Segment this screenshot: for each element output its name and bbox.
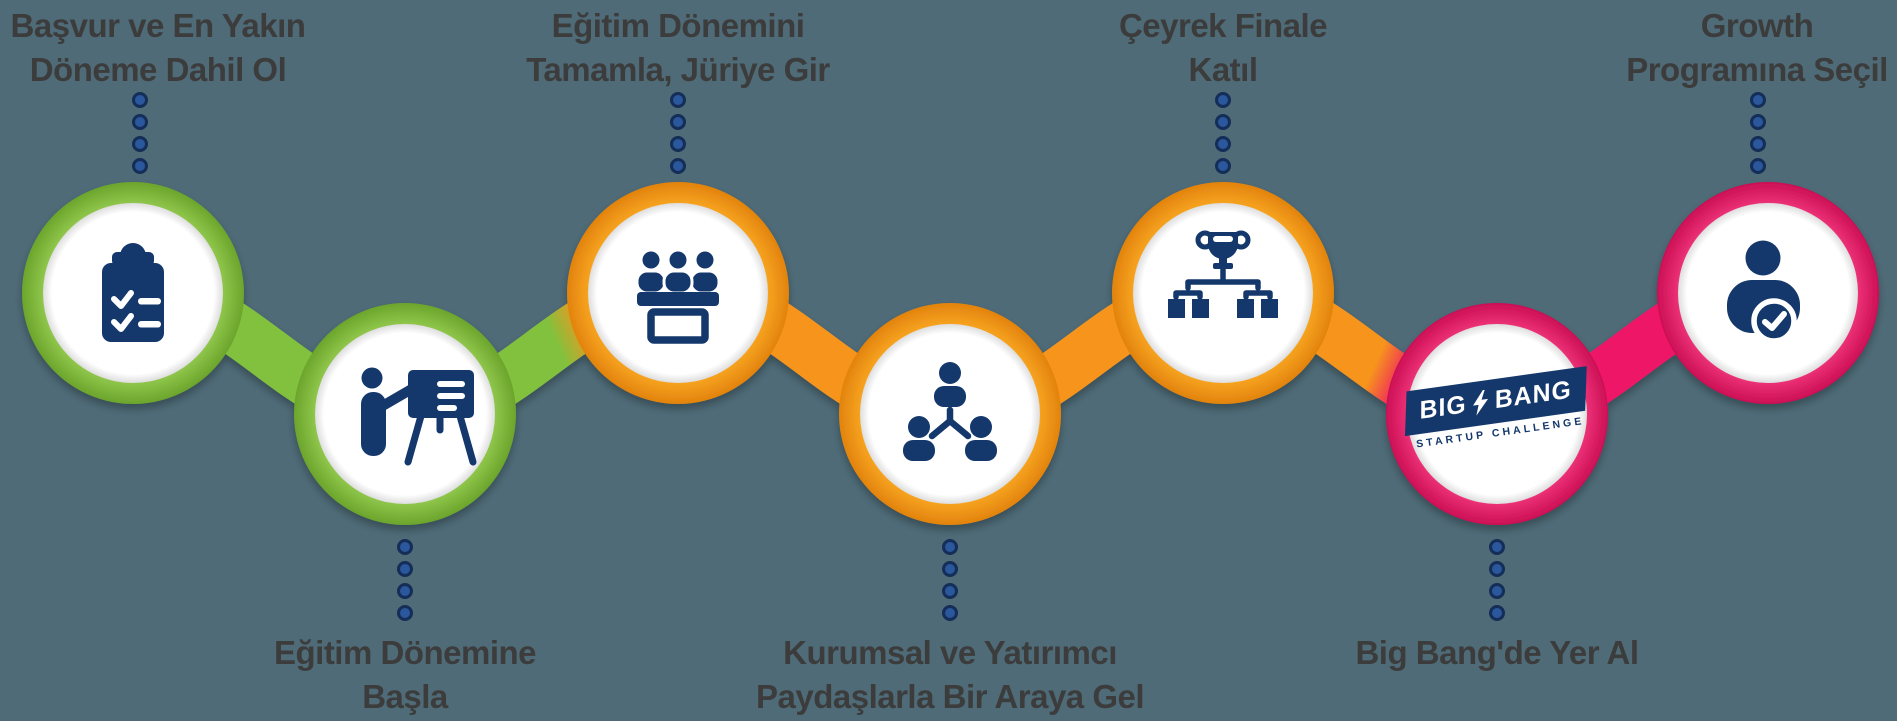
dotted-connector-5: [1215, 92, 1231, 174]
bigbang-logo-box: BIG BANG: [1404, 366, 1587, 437]
trophy-bracket-icon: [1168, 230, 1278, 318]
bigbang-logo: BIG BANG STARTUP CHALLENGE: [1404, 366, 1588, 451]
dotted-connector-7: [1750, 92, 1766, 174]
jury-panel-icon: [635, 248, 721, 344]
clipboard-checklist-icon: [102, 243, 164, 342]
bigbang-logo-right-text: BANG: [1495, 375, 1573, 415]
presenter-easel-icon: [361, 367, 477, 466]
step-disc-2: [315, 324, 495, 504]
dotted-connector-3: [670, 92, 686, 174]
bigbang-logo-left-text: BIG: [1419, 390, 1467, 425]
step-label-6: Big Bang'de Yer Al: [1355, 634, 1639, 671]
dotted-connector-1: [132, 92, 148, 174]
dotted-connector-6: [1489, 539, 1505, 621]
lightning-bolt-icon: [1473, 389, 1489, 416]
dotted-connector-4: [942, 539, 958, 621]
people-hierarchy-icon: [903, 362, 997, 461]
step-disc-5: [1133, 203, 1313, 383]
dotted-connector-2: [397, 539, 413, 621]
person-check-icon: [1727, 240, 1800, 344]
